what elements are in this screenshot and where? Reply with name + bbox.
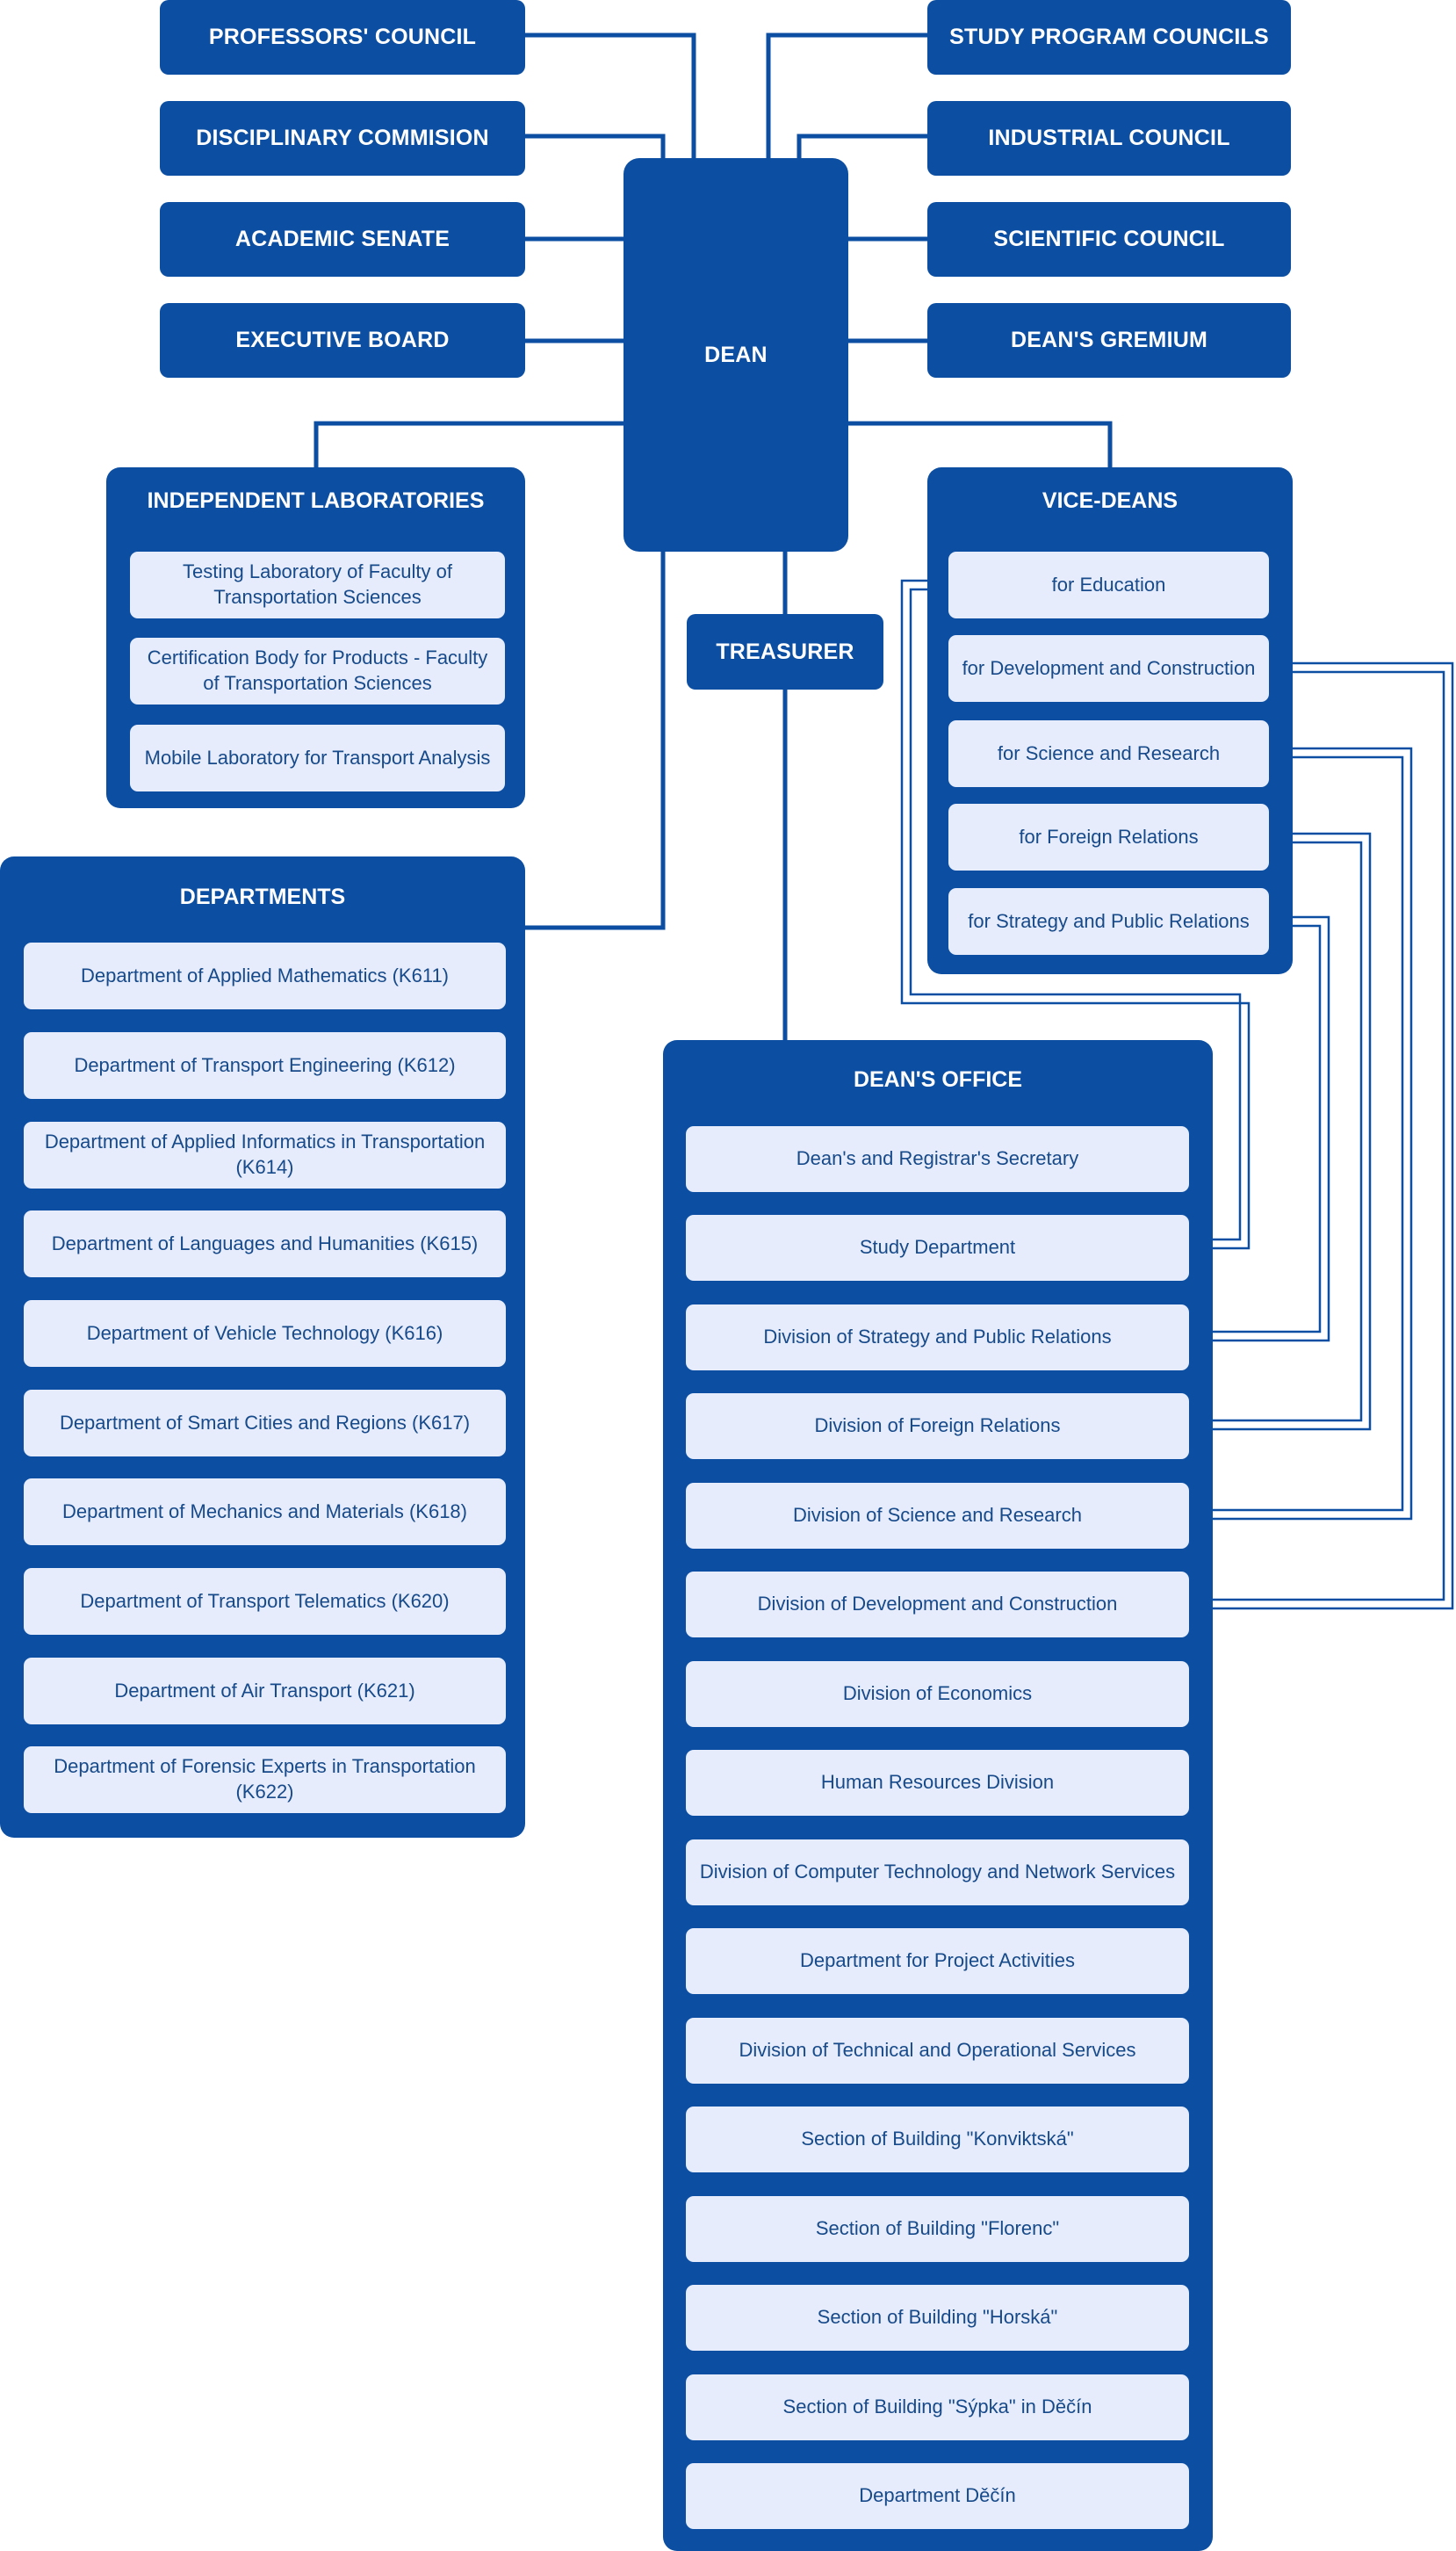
treasurer-box: TREASURER <box>687 614 883 690</box>
deans-office-item: Division of Economics <box>686 1661 1189 1727</box>
lab-item: Certification Body for Products - Facult… <box>130 638 505 705</box>
deans-office-item: Human Resources Division <box>686 1750 1189 1816</box>
department-item: Department of Applied Informatics in Tra… <box>24 1122 506 1189</box>
independent-laboratories-title: INDEPENDENT LABORATORIES <box>147 488 485 513</box>
deans-office-item: Section of Building "Horská" <box>686 2285 1189 2351</box>
vice-dean-item: for Strategy and Public Relations <box>948 888 1269 955</box>
deans-office-item: Study Department <box>686 1215 1189 1281</box>
academic-senate-box: ACADEMIC SENATE <box>160 202 525 277</box>
deans-office-item: Department Děčín <box>686 2463 1189 2529</box>
departments-title: DEPARTMENTS <box>179 885 346 909</box>
independent-laboratories-panel: INDEPENDENT LABORATORIES Testing Laborat… <box>106 467 525 808</box>
vice-dean-item: for Foreign Relations <box>948 804 1269 871</box>
department-item: Department of Transport Telematics (K620… <box>24 1568 506 1635</box>
department-item: Department of Languages and Humanities (… <box>24 1210 506 1277</box>
vice-dean-item: for Science and Research <box>948 720 1269 787</box>
department-item: Department of Applied Mathematics (K611) <box>24 943 506 1009</box>
deans-office-item: Division of Technical and Operational Se… <box>686 2018 1189 2084</box>
disciplinary-commision-box: DISCIPLINARY COMMISION <box>160 101 525 176</box>
study-program-councils-box: STUDY PROGRAM COUNCILS <box>927 0 1291 75</box>
deans-office-item: Division of Computer Technology and Netw… <box>686 1839 1189 1905</box>
deans-office-item: Section of Building "Sýpka" in Děčín <box>686 2374 1189 2440</box>
department-item: Department of Mechanics and Materials (K… <box>24 1478 506 1545</box>
deans-office-panel: DEAN'S OFFICE Dean's and Registrar's Sec… <box>663 1040 1213 2551</box>
dean-box: DEAN <box>623 158 848 552</box>
deans-office-item: Section of Building "Florenc" <box>686 2196 1189 2262</box>
lab-item: Mobile Laboratory for Transport Analysis <box>130 725 505 791</box>
deans-office-item: Dean's and Registrar's Secretary <box>686 1126 1189 1192</box>
vice-dean-item: for Education <box>948 552 1269 618</box>
executive-board-box: EXECUTIVE BOARD <box>160 303 525 378</box>
vice-deans-title: VICE-DEANS <box>1042 488 1178 513</box>
departments-panel: DEPARTMENTS Department of Applied Mathem… <box>0 856 525 1838</box>
deans-office-item: Division of Strategy and Public Relation… <box>686 1304 1189 1370</box>
deans-office-item: Section of Building "Konviktská" <box>686 2107 1189 2172</box>
deans-office-item: Division of Development and Construction <box>686 1572 1189 1637</box>
professors-council-box: PROFESSORS' COUNCIL <box>160 0 525 75</box>
vice-dean-item: for Development and Construction <box>948 635 1269 702</box>
department-item: Department of Forensic Experts in Transp… <box>24 1746 506 1813</box>
department-item: Department of Vehicle Technology (K616) <box>24 1300 506 1367</box>
scientific-council-box: SCIENTIFIC COUNCIL <box>927 202 1291 277</box>
deans-office-title: DEAN'S OFFICE <box>853 1067 1023 1092</box>
deans-office-item: Division of Science and Research <box>686 1483 1189 1549</box>
deans-office-item: Department for Project Activities <box>686 1928 1189 1994</box>
department-item: Department of Transport Engineering (K61… <box>24 1032 506 1099</box>
industrial-council-box: INDUSTRIAL COUNCIL <box>927 101 1291 176</box>
department-item: Department of Smart Cities and Regions (… <box>24 1390 506 1456</box>
lab-item: Testing Laboratory of Faculty of Transpo… <box>130 552 505 618</box>
vice-deans-panel: VICE-DEANS for Education for Development… <box>927 467 1293 974</box>
department-item: Department of Air Transport (K621) <box>24 1658 506 1724</box>
deans-gremium-box: DEAN'S GREMIUM <box>927 303 1291 378</box>
deans-office-item: Division of Foreign Relations <box>686 1393 1189 1459</box>
